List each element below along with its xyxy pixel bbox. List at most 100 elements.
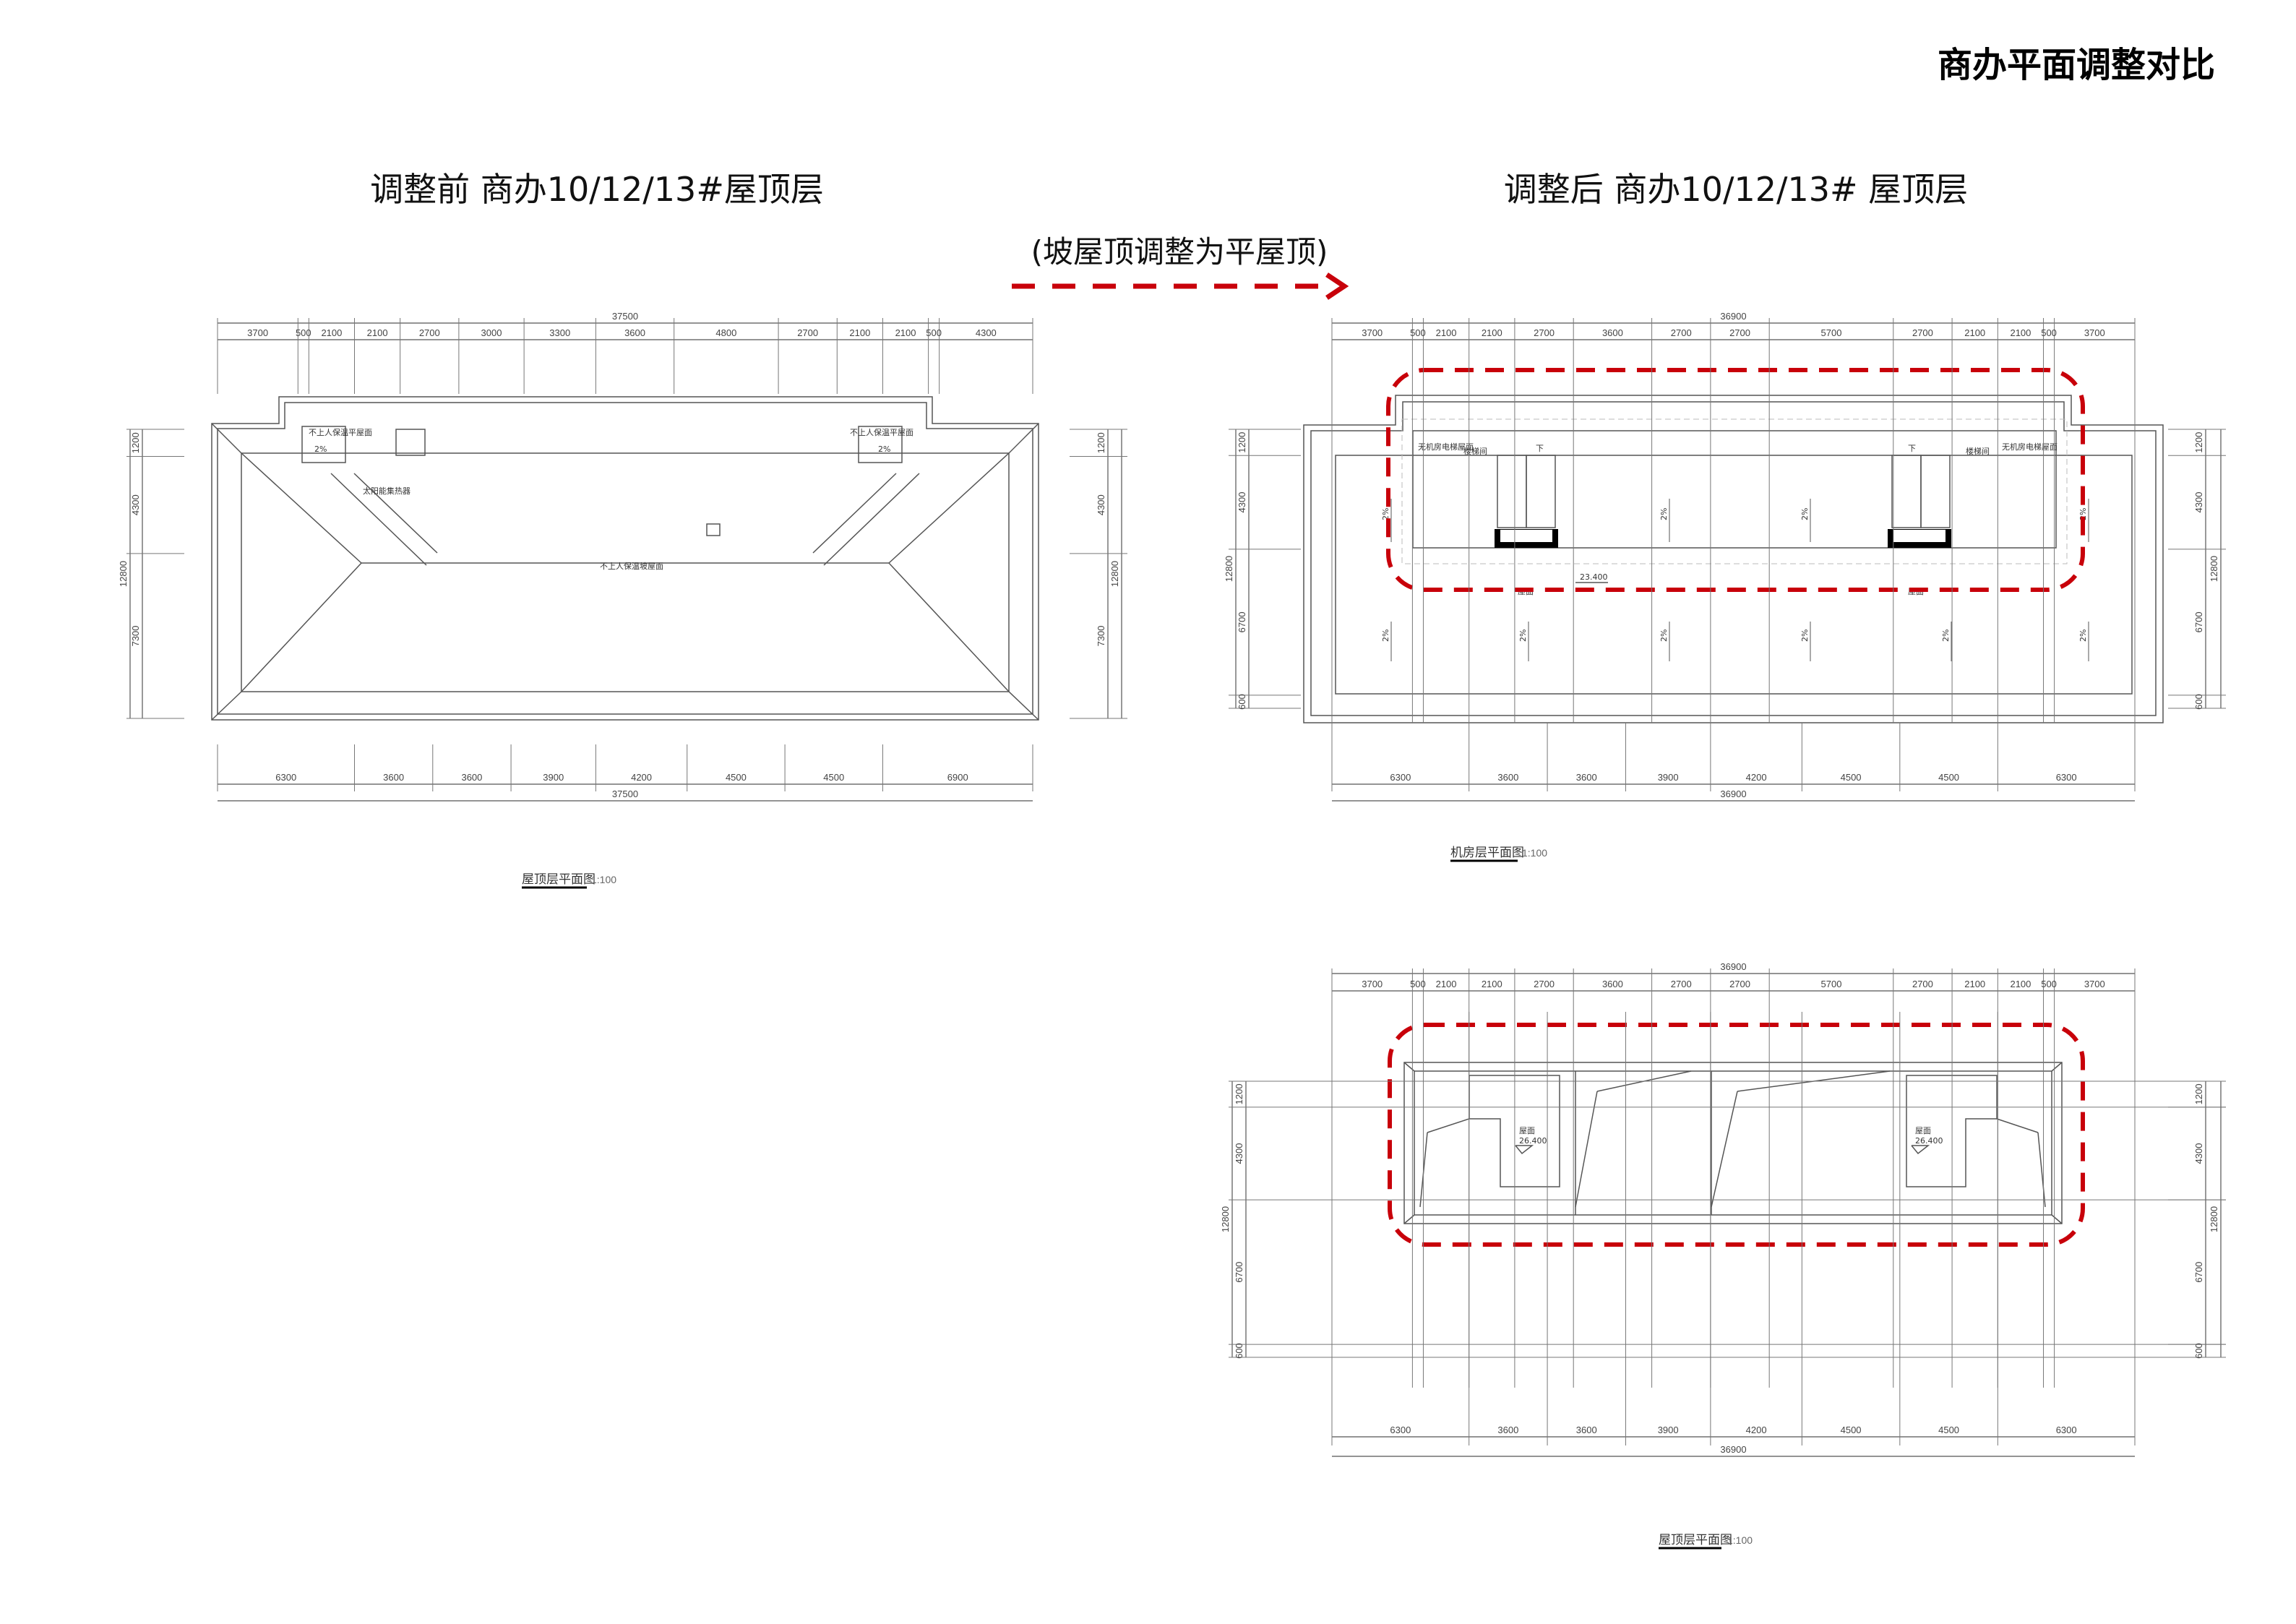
dimension-label: 600	[1234, 1343, 1244, 1359]
dimension-total-label: 12800	[1220, 1206, 1231, 1232]
dimension-total-label: 36900	[1720, 961, 1746, 972]
dimension-label: 2100	[1482, 979, 1502, 989]
slope-label: 2%	[1381, 630, 1390, 642]
dimension-label: 5700	[1821, 979, 1842, 989]
right-total-dimension: 12800	[2209, 1081, 2222, 1357]
elevation-label: 23.400	[1580, 572, 1608, 582]
down-label: 下	[1908, 444, 1916, 453]
slope-label: 2%	[878, 444, 890, 454]
dimension-label: 4200	[1746, 772, 1767, 783]
dimension-label: 4300	[976, 327, 997, 338]
dimension-label: 1200	[2193, 432, 2204, 453]
dimension-total-label: 12800	[118, 561, 129, 587]
dimension-label: 6300	[2056, 772, 2077, 783]
elevation-label: 26.400	[1915, 1136, 1943, 1146]
dimension-label: 2100	[367, 327, 388, 338]
dimension-label: 3700	[247, 327, 268, 338]
dimension-label: 500	[1410, 327, 1426, 338]
bottom-total-dimension: 36900	[1332, 789, 2135, 802]
plan-caption: 屋顶层平面图	[522, 872, 596, 887]
dimension-label: 3900	[543, 772, 564, 783]
dimension-total-label: 36900	[1720, 1444, 1746, 1455]
dimension-total-label: 12800	[2209, 556, 2219, 582]
dimension-label: 4500	[1841, 772, 1862, 783]
slope-label: 2%	[1659, 630, 1669, 642]
dimension-label: 6700	[1234, 1262, 1244, 1283]
dimension-label: 4500	[1841, 1425, 1862, 1435]
dimension-label: 2100	[321, 327, 342, 338]
change-highlight	[1388, 1023, 2085, 1247]
dimension-total-label: 12800	[2209, 1206, 2219, 1232]
bottom-dimension-chain: 6300 3600 3600 3900 4200 4500 4500 6300	[1331, 723, 2136, 791]
dimension-label: 4500	[726, 772, 747, 783]
dimension-total-label: 36900	[1720, 311, 1746, 322]
before-roof-plan: 不上人保温平屋面 不上人保温平屋面 2% 2% 太阳能集热器 不上人保温坡屋面 …	[211, 396, 1039, 889]
top-total-dimension: 37500	[218, 311, 1033, 324]
dimension-label: 2700	[1729, 327, 1750, 338]
dimension-label: 2100	[895, 327, 916, 338]
right-total-dimension: 12800	[2209, 429, 2222, 708]
dimension-label: 3600	[1576, 1425, 1597, 1435]
dimension-label: 1200	[1234, 1083, 1244, 1104]
plan-caption: 屋顶层平面图	[1659, 1533, 1732, 1547]
dimension-label: 3900	[1658, 1425, 1679, 1435]
dimension-label: 4500	[1938, 1425, 1959, 1435]
elevator-roof-label: 无机房电梯屋面	[1418, 442, 1474, 452]
dimension-label: 2700	[1671, 327, 1692, 338]
dimension-label: 3700	[1362, 327, 1383, 338]
dimension-label: 3600	[1576, 772, 1597, 783]
dimension-label: 4300	[1237, 492, 1247, 513]
dimension-label: 2700	[1912, 327, 1933, 338]
dimension-label: 5700	[1821, 327, 1842, 338]
dimension-label: 6900	[947, 772, 968, 783]
bottom-total-dimension: 37500	[218, 789, 1033, 802]
dimension-label: 6300	[1390, 772, 1411, 783]
dimension-label: 4500	[823, 772, 844, 783]
roof-label: 屋面	[1915, 1126, 1931, 1135]
top-total-dimension: 36900	[1332, 961, 2135, 974]
dimension-label: 3600	[383, 772, 404, 783]
dimension-label: 2100	[1436, 327, 1457, 338]
dimension-label: 3600	[1602, 327, 1623, 338]
left-total-dimension: 12800	[1220, 1081, 1233, 1357]
dimension-label: 500	[926, 327, 942, 338]
dimension-label: 3600	[1497, 772, 1518, 783]
dimension-label: 3600	[1602, 979, 1623, 989]
plan-scale: 1:100	[1727, 1534, 1753, 1546]
dimension-label: 3700	[1362, 979, 1383, 989]
plan-scale: 1:100	[1522, 847, 1547, 859]
dimension-label: 3700	[2084, 327, 2105, 338]
slope-label: 2%	[1659, 508, 1669, 520]
right-total-dimension: 12800	[1109, 429, 1122, 718]
dimension-label: 2700	[797, 327, 818, 338]
dimension-label: 4300	[2193, 1143, 2204, 1164]
dimension-label: 3600	[624, 327, 645, 338]
dimension-label: 4500	[1938, 772, 1959, 783]
dimension-label: 600	[1237, 694, 1247, 710]
down-label: 下	[1536, 444, 1544, 453]
top-total-dimension: 36900	[1332, 311, 2135, 324]
dimension-label: 6300	[2056, 1425, 2077, 1435]
slope-label: 2%	[1518, 630, 1528, 642]
dimension-label: 2100	[849, 327, 870, 338]
plan-scale: 1:100	[591, 874, 616, 885]
dimension-label: 3600	[1497, 1425, 1518, 1435]
dimension-label: 3700	[2084, 979, 2105, 989]
dimension-label: 3900	[1658, 772, 1679, 783]
elevation-label: 26.400	[1519, 1136, 1547, 1146]
slope-label: 2%	[2078, 630, 2088, 642]
change-arrow	[1012, 272, 1349, 300]
after-machine-room-plan: 无机房电梯屋面 无机房电梯屋面 楼梯间 楼梯间 下 下 2%2%2%2%2%2%…	[1303, 368, 2164, 862]
dimension-label: 4300	[2193, 492, 2204, 513]
left-total-dimension: 12800	[118, 429, 131, 718]
dimension-label: 600	[2193, 1343, 2204, 1359]
dimension-label: 1200	[1096, 432, 1106, 453]
roof-label: 屋面	[1519, 1126, 1535, 1135]
dimension-label: 3300	[549, 327, 570, 338]
dimension-label: 500	[2041, 327, 2057, 338]
